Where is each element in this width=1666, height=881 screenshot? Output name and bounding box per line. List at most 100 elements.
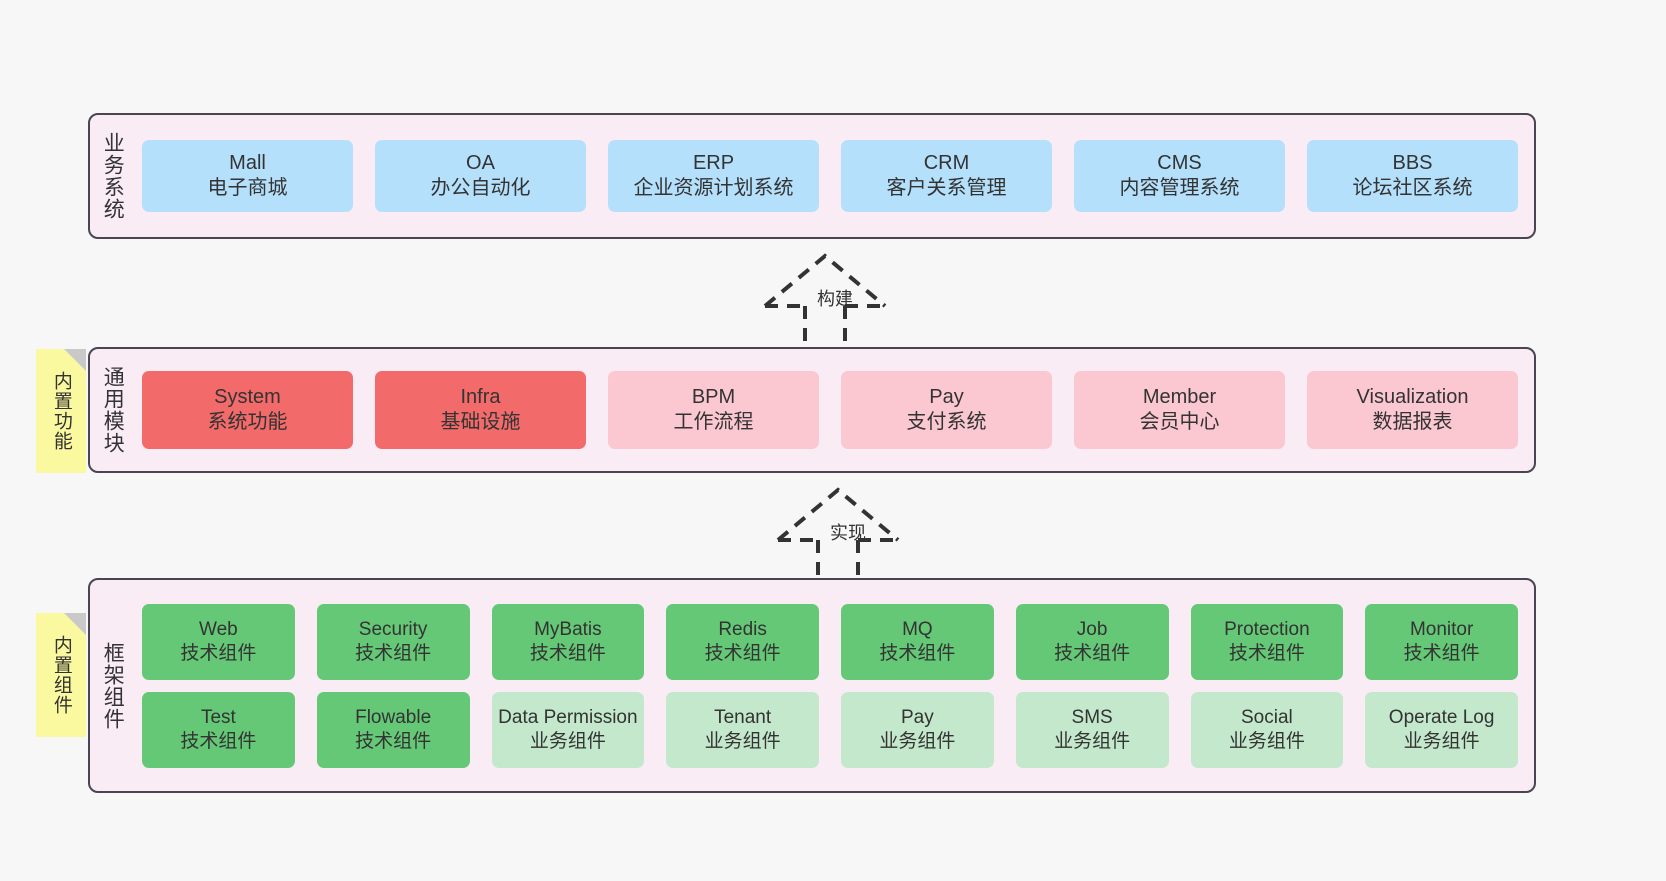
card-crm[interactable]: CRM 客户关系管理 (841, 140, 1052, 212)
layer-common-modules: 通用模块 System 系统功能 Infra 基础设施 BPM 工作流程 Pay… (88, 347, 1536, 473)
card-mq[interactable]: MQ 技术组件 (841, 603, 994, 680)
card-mall-cn: 电子商城 (207, 177, 288, 199)
card-erp[interactable]: ERP 企业资源计划系统 (608, 140, 819, 212)
layer-business-systems: 业务系统 Mall 电子商城 OA 办公自动化 ERP 企业资源计划系统 CRM… (88, 113, 1536, 239)
card-mybatis-en: MyBatis (534, 618, 602, 640)
card-protection-en: Protection (1224, 618, 1310, 640)
layer-business-label: 业务系统 (101, 132, 125, 220)
card-mq-cn: 技术组件 (879, 642, 956, 664)
card-security-cn: 技术组件 (355, 642, 432, 664)
connector-implement: 实现 (758, 482, 938, 582)
card-pay-component-en: Pay (901, 706, 934, 728)
card-bpm[interactable]: BPM 工作流程 (608, 371, 819, 449)
card-operate-log-cn: 业务组件 (1403, 730, 1480, 752)
card-infra[interactable]: Infra 基础设施 (375, 371, 586, 449)
business-card-row: Mall 电子商城 OA 办公自动化 ERP 企业资源计划系统 CRM 客户关系… (142, 140, 1518, 212)
card-sms[interactable]: SMS 业务组件 (1015, 691, 1169, 768)
card-bbs[interactable]: BBS 论坛社区系统 (1307, 140, 1518, 212)
connector-implement-label: 实现 (830, 523, 866, 543)
card-tenant[interactable]: Tenant 业务组件 (666, 691, 819, 768)
card-pay-component-cn: 业务组件 (879, 730, 956, 752)
card-test[interactable]: Test 技术组件 (142, 691, 295, 768)
card-oa[interactable]: OA 办公自动化 (375, 140, 586, 212)
card-monitor[interactable]: Monitor 技术组件 (1365, 603, 1518, 680)
card-flowable-cn: 技术组件 (355, 730, 432, 752)
card-pay-module-en: Pay (929, 386, 964, 409)
card-security[interactable]: Security 技术组件 (316, 603, 470, 680)
card-crm-en: CRM (923, 152, 970, 175)
card-web-en: Web (199, 618, 238, 640)
note-builtin-features-label: 内置功能 (50, 371, 72, 451)
card-web[interactable]: Web 技术组件 (142, 603, 295, 680)
build-arrow-icon (763, 253, 887, 348)
card-flowable-en: Flowable (355, 706, 432, 728)
card-tenant-en: Tenant (714, 706, 772, 728)
card-member-en: Member (1142, 386, 1217, 409)
card-protection-cn: 技术组件 (1228, 642, 1305, 664)
card-mall-en: Mall (229, 152, 266, 175)
layer-framework-body: Web 技术组件 Security 技术组件 MyBatis 技术组件 Redi… (134, 580, 1534, 791)
card-member[interactable]: Member 会员中心 (1074, 371, 1285, 449)
card-social-cn: 业务组件 (1228, 730, 1305, 752)
card-redis[interactable]: Redis 技术组件 (666, 603, 819, 680)
note-builtin-components-label: 内置组件 (50, 635, 72, 715)
framework-card-row-1: Web 技术组件 Security 技术组件 MyBatis 技术组件 Redi… (142, 603, 1518, 680)
card-social-en: Social (1241, 706, 1293, 728)
card-visualization-cn: 数据报表 (1372, 411, 1453, 433)
card-test-en: Test (200, 706, 236, 728)
card-operate-log[interactable]: Operate Log 业务组件 (1365, 691, 1518, 768)
card-oa-en: OA (466, 152, 495, 175)
card-sms-en: SMS (1071, 706, 1113, 728)
card-social[interactable]: Social 业务组件 (1190, 691, 1344, 768)
card-data-permission-en: Data Permission (498, 706, 638, 728)
card-mybatis[interactable]: MyBatis 技术组件 (491, 603, 645, 680)
card-web-cn: 技术组件 (180, 642, 257, 664)
card-protection[interactable]: Protection 技术组件 (1190, 603, 1344, 680)
card-erp-cn: 企业资源计划系统 (633, 177, 794, 199)
card-mybatis-cn: 技术组件 (529, 642, 606, 664)
layer-framework-label: 框架组件 (101, 641, 125, 730)
card-cms[interactable]: CMS 内容管理系统 (1074, 140, 1285, 212)
card-bbs-en: BBS (1392, 152, 1433, 175)
connector-build-label: 构建 (817, 289, 853, 309)
card-test-cn: 技术组件 (180, 730, 257, 752)
card-job-cn: 技术组件 (1054, 642, 1131, 664)
card-mq-en: MQ (902, 618, 933, 640)
card-data-permission[interactable]: Data Permission 业务组件 (491, 691, 645, 768)
card-erp-en: ERP (692, 152, 735, 175)
layer-framework-components: 框架组件 Web 技术组件 Security 技术组件 MyBatis 技术组件… (88, 578, 1536, 793)
card-data-permission-cn: 业务组件 (529, 730, 606, 752)
card-mall[interactable]: Mall 电子商城 (142, 140, 353, 212)
layer-business-body: Mall 电子商城 OA 办公自动化 ERP 企业资源计划系统 CRM 客户关系… (134, 115, 1534, 237)
connector-build: 构建 (745, 248, 925, 348)
card-bpm-en: BPM (691, 386, 736, 409)
layer-common-body: System 系统功能 Infra 基础设施 BPM 工作流程 Pay 支付系统… (134, 349, 1534, 471)
card-sms-cn: 业务组件 (1054, 730, 1131, 752)
card-monitor-en: Monitor (1409, 618, 1474, 640)
implement-arrow-icon (776, 487, 900, 582)
card-pay-component[interactable]: Pay 业务组件 (841, 691, 994, 768)
card-infra-cn: 基础设施 (440, 411, 521, 433)
card-operate-log-en: Operate Log (1388, 706, 1495, 728)
note-builtin-features: 内置功能 (36, 349, 86, 473)
card-security-en: Security (358, 618, 428, 640)
card-redis-cn: 技术组件 (704, 642, 781, 664)
card-pay-module-cn: 支付系统 (906, 411, 987, 433)
card-system-en: System (214, 386, 281, 409)
card-visualization-en: Visualization (1356, 386, 1469, 409)
card-pay-module[interactable]: Pay 支付系统 (841, 371, 1052, 449)
card-redis-en: Redis (718, 618, 767, 640)
card-cms-cn: 内容管理系统 (1119, 177, 1240, 199)
card-bpm-cn: 工作流程 (673, 411, 754, 433)
card-system[interactable]: System 系统功能 (142, 371, 353, 449)
framework-card-row-2: Test 技术组件 Flowable 技术组件 Data Permission … (142, 691, 1518, 768)
card-oa-cn: 办公自动化 (430, 177, 531, 199)
card-system-cn: 系统功能 (207, 411, 288, 433)
common-card-row: System 系统功能 Infra 基础设施 BPM 工作流程 Pay 支付系统… (142, 371, 1518, 449)
card-job[interactable]: Job 技术组件 (1015, 603, 1169, 680)
card-tenant-cn: 业务组件 (704, 730, 781, 752)
card-member-cn: 会员中心 (1139, 411, 1220, 433)
card-flowable[interactable]: Flowable 技术组件 (316, 691, 470, 768)
card-visualization[interactable]: Visualization 数据报表 (1307, 371, 1518, 449)
